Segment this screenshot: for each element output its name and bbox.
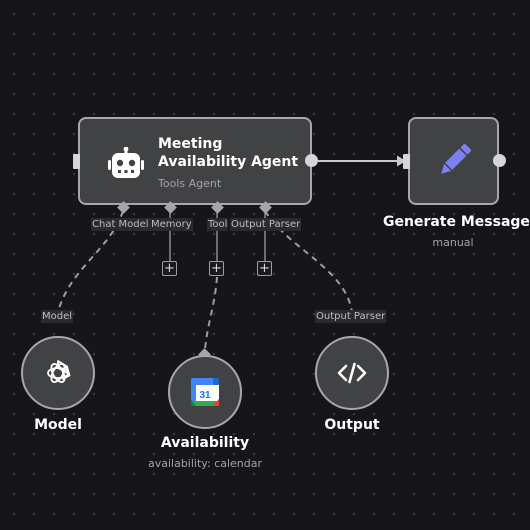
- generate-message-node[interactable]: [408, 117, 499, 205]
- add-memory-button[interactable]: +: [162, 261, 177, 276]
- generate-input-handle[interactable]: [403, 154, 410, 169]
- openai-icon: [47, 360, 71, 383]
- agent-subtitle: Tools Agent: [158, 177, 222, 190]
- add-output-parser-button[interactable]: +: [257, 261, 272, 276]
- memory-port-label: Memory: [150, 218, 193, 231]
- availability-title: Availability: [160, 435, 250, 451]
- robot-icon: [108, 147, 144, 178]
- add-tool-button[interactable]: +: [209, 261, 224, 276]
- availability-subtitle: availability: calendar: [147, 457, 263, 470]
- tool-port-label: Tool: [207, 218, 229, 231]
- agent-output-handle[interactable]: [305, 154, 318, 167]
- calendar-day: 31: [199, 390, 211, 401]
- main-connection-arrow: [397, 155, 406, 167]
- output-edge-label: Output Parser: [315, 310, 387, 323]
- chat-model-port-label: Chat Model: [91, 218, 150, 231]
- availability-connection[interactable]: [204, 276, 218, 351]
- generate-message-subtitle: manual: [432, 236, 474, 249]
- generate-message-title: Generate Message: [383, 214, 530, 230]
- agent-title: Meeting Availability Agent: [158, 136, 299, 170]
- model-node[interactable]: [21, 336, 95, 410]
- google-calendar-icon: 31: [191, 378, 219, 406]
- model-edge-label: Model: [41, 310, 74, 323]
- pencil-icon: [441, 143, 472, 174]
- generate-output-handle[interactable]: [493, 154, 506, 167]
- model-title: Model: [34, 417, 82, 433]
- code-icon: [337, 362, 367, 384]
- output-node[interactable]: [315, 336, 389, 410]
- output-title: Output: [324, 417, 380, 433]
- agent-input-handle[interactable]: [73, 154, 80, 169]
- output-parser-port-label: Output Parser: [230, 218, 302, 231]
- agent-node[interactable]: Meeting Availability Agent Tools Agent: [78, 117, 312, 205]
- availability-node[interactable]: 31: [168, 355, 242, 429]
